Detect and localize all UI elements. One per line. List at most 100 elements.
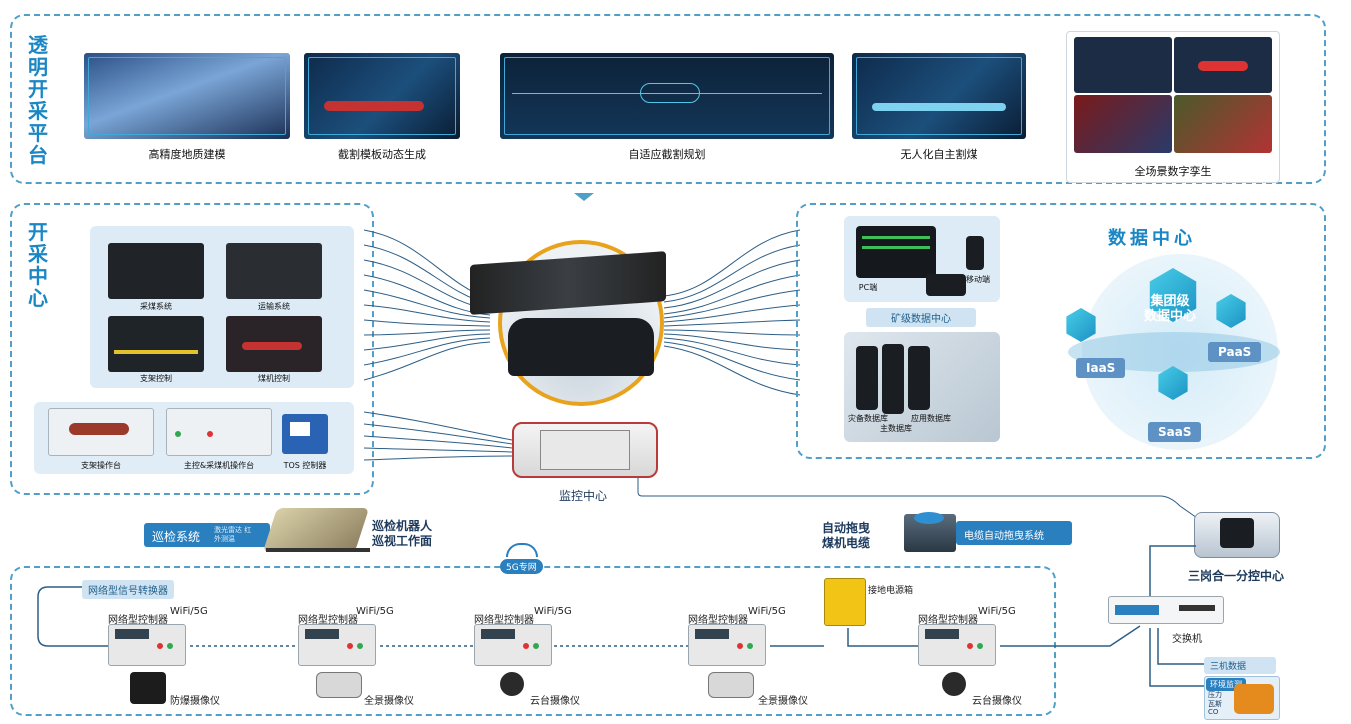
camera-2-icon (316, 672, 362, 698)
platform-caption-2: 截割模板动态生成 (338, 148, 426, 161)
cable-system-label: 自动拖曳 煤机电缆 (822, 521, 871, 550)
twin-view-1[interactable] (1074, 37, 1172, 93)
server-rack-1 (856, 346, 878, 410)
screen-mining[interactable] (108, 243, 204, 299)
iaas-label: IaaS (1076, 358, 1126, 378)
env-sub-2: 瓦斯 (1208, 700, 1222, 708)
group-center-hex-icon (1149, 268, 1197, 322)
camera-5-icon (942, 672, 966, 696)
server-label-app: 应用数据库 (911, 414, 951, 423)
data-center-panel (796, 203, 1326, 459)
pc-label: PC端 (858, 283, 878, 292)
camera-2-label: 全景摄像仪 (364, 696, 414, 707)
three-in-one-label: 三岗合一分控中心 (1188, 569, 1285, 583)
camera-1-label: 防爆摄像仪 (170, 696, 220, 707)
node-4-wifi: WiFi/5G (748, 606, 786, 617)
node-2-wifi: WiFi/5G (356, 606, 394, 617)
console-tos[interactable] (282, 414, 328, 454)
camera-3-label: 云台摄像仪 (530, 696, 580, 707)
camera-5-label: 云台摄像仪 (972, 696, 1022, 707)
platform-caption-1: 高精度地质建模 (148, 148, 226, 161)
screen-transport-label: 运输系统 (258, 302, 290, 311)
mining-center-title: 开采中心 (28, 220, 48, 310)
mining-platform-panel (10, 14, 1326, 184)
node-2-label: 网络型控制器 (298, 615, 358, 626)
controller-5[interactable] (918, 624, 996, 666)
platform-thumb-planning[interactable] (500, 53, 834, 139)
console-main[interactable] (166, 408, 272, 456)
inspection-robot-label: 巡检机器人 巡视工作面 (372, 519, 433, 548)
cable-system-bar-label: 电缆自动拖曳系统 (964, 531, 1044, 542)
server-rack-2 (882, 344, 904, 414)
three-in-one-screen (1220, 518, 1254, 548)
node-1-wifi: WiFi/5G (170, 606, 208, 617)
cable-system-bar (956, 521, 1072, 545)
server-rack-3 (908, 346, 930, 410)
three-machine-data: 三机数据 (1204, 657, 1276, 674)
node-5-wifi: WiFi/5G (978, 606, 1016, 617)
twin-view-3[interactable] (1074, 95, 1172, 153)
inspection-rail (266, 548, 370, 552)
screen-support[interactable] (108, 316, 204, 372)
node-3-label: 网络型控制器 (474, 615, 534, 626)
platform-caption-3: 自适应截割规划 (628, 148, 706, 161)
platform-thumb-geology[interactable] (84, 53, 290, 139)
twin-view-4[interactable] (1174, 95, 1272, 153)
switch-label: 交换机 (1172, 634, 1202, 645)
node-4-label: 网络型控制器 (688, 615, 748, 626)
screen-shearer-label: 煤机控制 (258, 374, 290, 383)
monitor-center-screen (540, 430, 630, 470)
console-support[interactable] (48, 408, 154, 456)
mobile-label: 移动端 (966, 275, 990, 284)
5g-badge: 5G专网 (500, 559, 543, 574)
node-5-label: 网络型控制器 (918, 615, 978, 626)
monitor-center-label: 监控中心 (558, 489, 607, 503)
server-label-backup: 灾备数据库 (848, 414, 888, 423)
screen-support-label: 支架控制 (140, 374, 172, 383)
camera-4-label: 全景摄像仪 (758, 696, 808, 707)
node-3-wifi: WiFi/5G (534, 606, 572, 617)
network-switch[interactable] (1108, 596, 1224, 624)
env-sub-1: 压力 (1208, 691, 1222, 699)
controller-2[interactable] (298, 624, 376, 666)
down-arrow-icon (574, 193, 594, 201)
controller-4[interactable] (688, 624, 766, 666)
node-1-label: 网络型控制器 (108, 615, 168, 626)
env-sub-3: CO (1208, 708, 1219, 716)
twin-view-2[interactable] (1174, 37, 1272, 93)
platform-thumb-template[interactable] (304, 53, 460, 139)
power-box-label: 接地电源箱 (868, 586, 914, 596)
platform-caption-5: 全场景数字孪生 (1134, 165, 1212, 178)
platform-thumb-unmanned[interactable] (852, 53, 1026, 139)
controller-3[interactable] (474, 624, 552, 666)
screen-mining-label: 采煤系统 (140, 302, 172, 311)
screen-transport[interactable] (226, 243, 322, 299)
camera-1-icon (130, 672, 166, 704)
screen-shearer[interactable] (226, 316, 322, 372)
signal-converter-label: 网络型信号转换器 (82, 580, 174, 599)
camera-3-icon (500, 672, 524, 696)
data-center-title: 数据中心 (1108, 228, 1196, 249)
cable-device-icon (914, 512, 944, 524)
mobile-phone[interactable] (966, 236, 984, 270)
saas-label: SaaS (1148, 422, 1202, 442)
paas-label: PaaS (1208, 342, 1262, 362)
inspection-system-bar (144, 523, 270, 547)
tablet[interactable] (926, 274, 966, 296)
mine-data-center-label: 矿级数据中心 (866, 308, 976, 327)
mining-platform-title: 透明开采平台 (28, 33, 48, 167)
platform-caption-4: 无人化自主割煤 (900, 148, 978, 161)
console-desk[interactable] (508, 318, 654, 376)
controller-1[interactable] (108, 624, 186, 666)
group-center-label: 集团级 数据中心 (1143, 294, 1196, 324)
console-support-label: 支架操作台 (81, 461, 121, 470)
console-tos-label: TOS 控制器 (283, 461, 327, 470)
pc-monitor[interactable] (856, 226, 936, 278)
inspection-system-sub: 激光雷达 红外测温 (214, 526, 252, 543)
power-box[interactable] (824, 578, 866, 626)
server-label-main: 主数据库 (880, 424, 912, 433)
env-sensor-device[interactable] (1234, 684, 1274, 714)
camera-4-icon (708, 672, 754, 698)
